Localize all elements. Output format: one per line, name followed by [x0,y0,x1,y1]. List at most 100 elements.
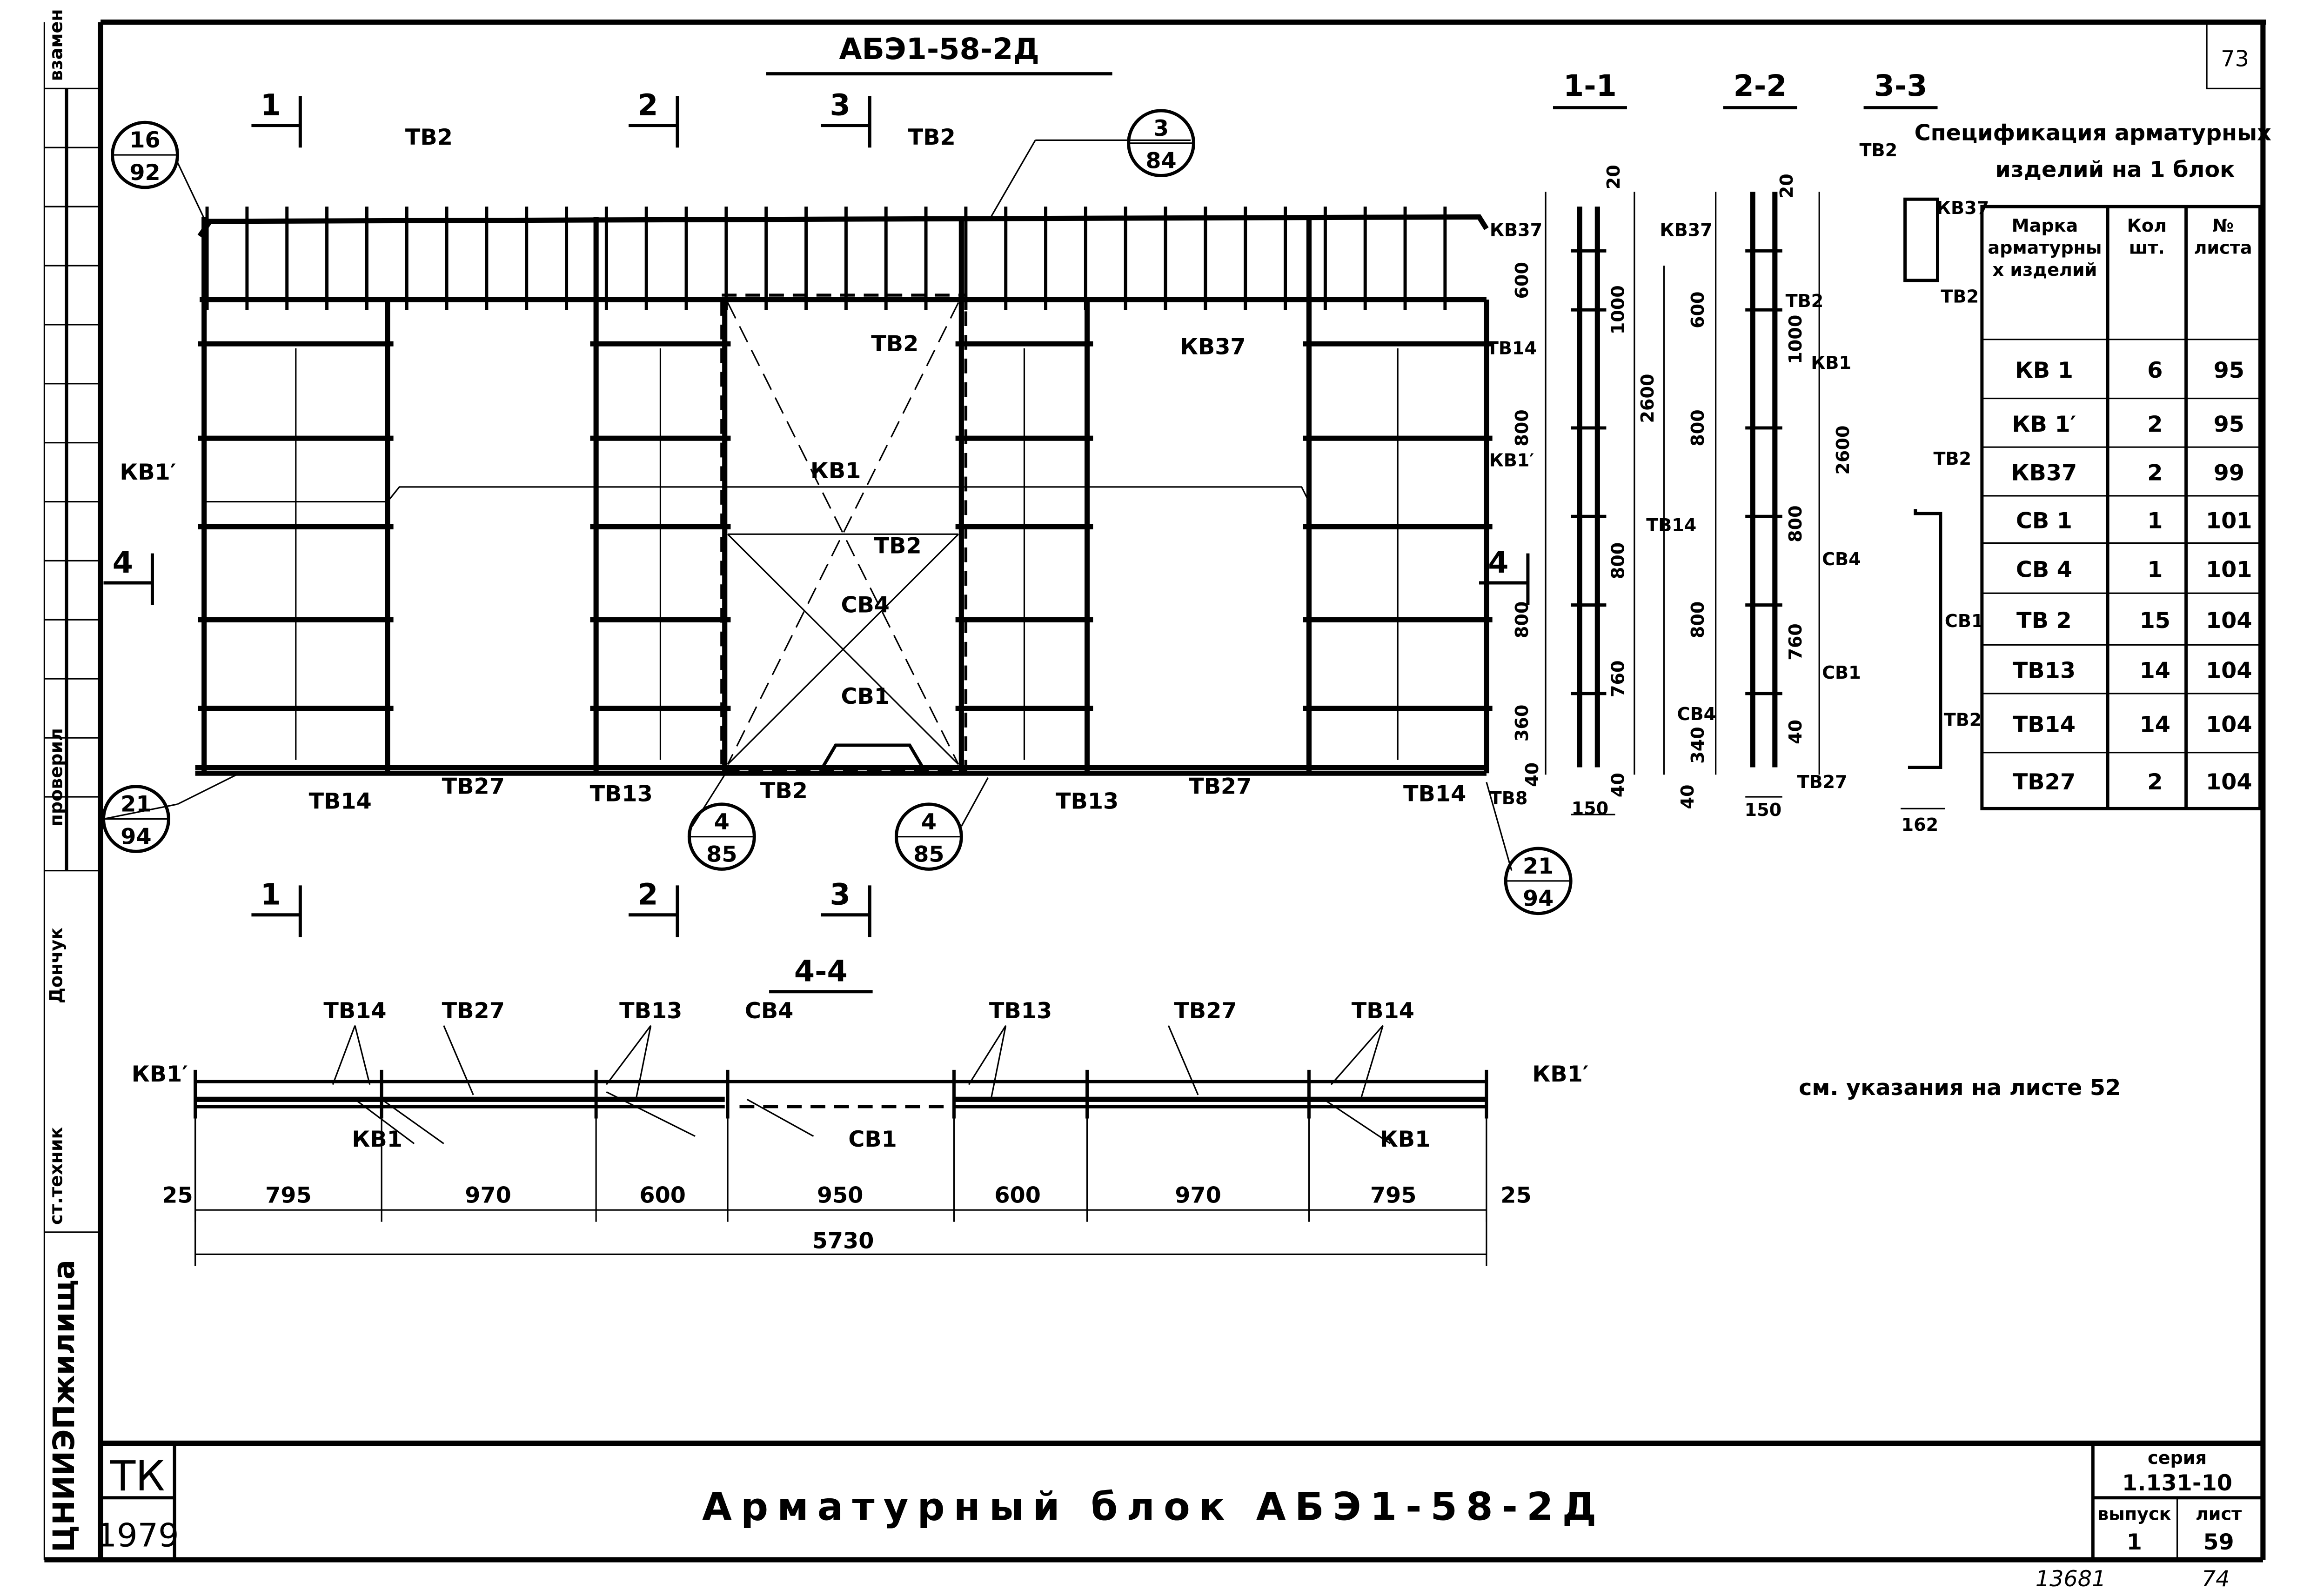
spec-sheet: 101 [2206,508,2252,534]
spec-mark: СВ 1 [2016,508,2072,534]
label-ТВ13: ТВ13 [1056,788,1118,814]
strip-checked-name: Дончук [46,928,66,1003]
section-title-3-3: 3-3 [1874,68,1928,103]
dimension: 1000 [1785,315,1806,364]
spec-title-line2: изделий на 1 блок [1995,157,2235,183]
dimension: 800 [1512,601,1532,638]
section-label: ТВ2 [1944,710,1982,730]
spec-sheet: 104 [2206,712,2252,737]
plan-label: ТВ13 [989,998,1052,1024]
issue-label: выпуск [2097,1503,2171,1524]
archive-page: 74 [2202,1566,2230,1592]
section-label: ТВ2 [1933,448,1971,469]
section-label: ТВ2 [1941,286,1979,307]
spec-qty: 2 [2147,412,2163,437]
label-ТВ13: ТВ13 [590,781,653,807]
dimension: 800 [1688,601,1708,638]
section-label: СВ4 [1822,549,1861,569]
label-ТВ14: ТВ14 [1403,781,1466,807]
dimension: 600 [1512,262,1532,299]
spec-mark: СВ 4 [2016,557,2072,582]
plan-label: ТВ27 [1174,998,1237,1024]
section-label: КВ1 [1811,353,1851,373]
section-mark-1: 1 [261,877,281,912]
spec-qty: 1 [2147,508,2163,534]
dimension: 40 [1522,762,1542,787]
dimension: 800 [1688,409,1708,446]
spec-mark: ТВ 2 [2016,608,2072,634]
plan-dimension: 970 [1175,1182,1221,1208]
section-label: КВ1′ [1489,450,1534,470]
spec-sheet: 95 [2214,412,2244,437]
plan-label: КВ1′ [132,1062,188,1087]
section-mark-3: 3 [830,87,850,122]
callout-bottom: 94 [1523,886,1554,912]
spec-qty: 2 [2147,769,2163,795]
elevation-view [103,96,1530,937]
archive-number: 13681 [2036,1566,2106,1592]
spec-mark: КВ 1 [2015,358,2073,383]
callout-bottom: 92 [129,160,160,186]
label-ТВ27: ТВ27 [1189,774,1252,800]
section-mark-1: 1 [261,87,281,122]
spec-header-mark: Марка арматурных изделий [1988,215,2102,280]
strip-checked: проверил [46,728,66,826]
series-value: 1.131-10 [2122,1470,2232,1496]
dimension: 800 [1785,505,1806,542]
section-label: ТВ2 [1786,291,1824,311]
spec-qty: 2 [2147,461,2163,486]
callout-bottom: 84 [1145,148,1176,174]
spec-row: СВ 4 1 101 [2016,557,2252,582]
spec-qty: 1 [2147,557,2163,582]
label-ТВ14: ТВ14 [309,788,372,814]
spec-qty: 6 [2147,358,2163,383]
spec-mark: ТВ14 [2013,712,2076,737]
section-label: КВ37 [1936,198,1989,218]
plan-dimension: 795 [1370,1182,1417,1208]
callout-bottom: 85 [706,842,737,868]
label-ТВ2: ТВ2 [874,534,922,559]
dimension: 150 [1572,798,1609,819]
spec-sheet: 101 [2206,557,2252,582]
section-label: КВ37 [1660,220,1712,240]
section-label: ТВ14 [1646,515,1696,535]
spec-mark: КВ37 [2011,461,2077,486]
sheet-value: 59 [2203,1529,2234,1555]
callout-top: 21 [121,792,151,817]
plan-title: 4-4 [794,954,848,988]
plan-total-dimension: 5730 [812,1229,874,1254]
plan-label: КВ1 [352,1127,402,1152]
spec-mark: ТВ13 [2013,658,2076,684]
dimension: 340 [1688,727,1708,763]
label-ТВ2: ТВ2 [405,125,453,150]
callout-top: 4 [921,809,937,835]
section-label: ТВ14 [1487,338,1537,358]
plan-dimension: 795 [265,1182,312,1208]
section-label: КВ37 [1490,220,1542,240]
title-block [100,1443,2263,1560]
drawing-title: АБЭ1-58-2Д [839,32,1039,66]
spec-sheet: 104 [2206,658,2252,684]
dimension: 40 [1677,785,1698,809]
section-label: ТВ27 [1797,772,1847,792]
dimension: 360 [1512,705,1532,741]
dimension: 2600 [1637,374,1658,423]
plan-dimension: 25 [162,1182,193,1208]
issue-value: 1 [2127,1529,2142,1555]
dimension: 2600 [1833,426,1853,475]
dimension: 760 [1608,660,1628,697]
spec-header-qty: Кол шт. [2127,215,2167,259]
section-title-2-2: 2-2 [1734,68,1787,103]
label-ТВ2: ТВ2 [908,125,956,150]
plan-label: ТВ14 [1352,998,1414,1024]
sections-view [1545,192,1945,815]
spec-row: СВ 1 1 101 [2016,508,2252,534]
dimension: 162 [1902,815,1939,835]
spec-mark: ТВ27 [2013,769,2076,795]
